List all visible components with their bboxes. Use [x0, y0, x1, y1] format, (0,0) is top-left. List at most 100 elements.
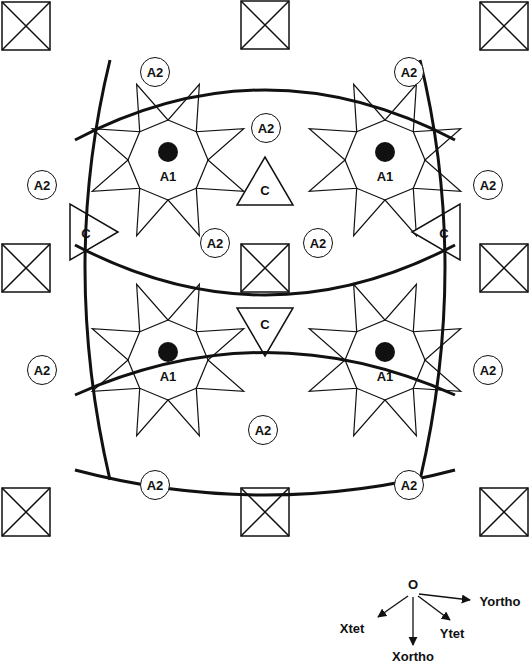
site-label: A2 [34, 179, 51, 192]
a1-site-dot [158, 342, 178, 362]
c-tetrahedron [412, 204, 460, 260]
tetrahedron [137, 284, 168, 331]
site-label: A2 [147, 479, 164, 492]
a1-site-dot [375, 142, 395, 162]
square-polyhedron [2, 488, 50, 536]
square-cross [2, 244, 50, 292]
tetrahedron [137, 388, 168, 435]
tetrahedron [309, 129, 356, 160]
chain-line [85, 60, 110, 480]
tetrahedron [92, 129, 139, 160]
square-outline [480, 2, 528, 50]
square-polyhedron [2, 2, 50, 50]
square-cross [480, 488, 528, 536]
a2-site-circle: A2 [251, 113, 281, 143]
site-label: C [260, 318, 269, 331]
site-label: A2 [401, 479, 418, 492]
axis-label: Xtet [340, 622, 365, 635]
axis-arrow [418, 596, 450, 620]
tetrahedron [309, 360, 356, 391]
square-cross [480, 244, 528, 292]
square-cross [241, 1, 289, 49]
site-label: A2 [401, 66, 418, 79]
square-outline [2, 2, 50, 50]
square-cross [2, 488, 50, 536]
site-label: A2 [258, 122, 275, 135]
axis-arrow [378, 596, 408, 617]
square-polyhedron [2, 244, 50, 292]
site-label: C [260, 184, 269, 197]
c-tetrahedron [237, 157, 293, 205]
a2-site-circle: A2 [303, 228, 333, 258]
tetrahedron [196, 129, 243, 160]
square-cross [2, 2, 50, 50]
site-label: A2 [480, 179, 497, 192]
axis-arrow [419, 594, 470, 600]
a2-site-circle: A2 [27, 170, 57, 200]
chain-line [75, 245, 455, 295]
tetrahedron [413, 160, 460, 191]
axis-label: Xortho [392, 650, 434, 663]
tetrahedron [196, 160, 243, 191]
c-tetrahedron [237, 308, 293, 356]
a2-site-circle: A2 [140, 470, 170, 500]
a2-site-circle: A2 [473, 355, 503, 385]
chain-line [420, 60, 445, 480]
square-polyhedron [480, 2, 528, 50]
tetrahedron [92, 329, 139, 360]
tetrahedron [196, 360, 243, 391]
a1-site-dot [158, 142, 178, 162]
axis-label: O [408, 578, 418, 591]
a2-site-circle: A2 [248, 415, 278, 445]
site-label: A2 [207, 237, 224, 250]
chain-line [75, 353, 455, 396]
site-label: A1 [377, 370, 394, 383]
square-polyhedron [241, 1, 289, 49]
site-label: A1 [160, 370, 177, 383]
axis-label: Ytet [440, 627, 465, 640]
tetrahedron [168, 284, 199, 331]
tetrahedron [309, 160, 356, 191]
square-polyhedron [480, 488, 528, 536]
tetrahedron [168, 188, 199, 235]
site-label: C [81, 227, 90, 240]
site-label: C [439, 227, 448, 240]
tetrahedron [385, 84, 416, 131]
c-tetrahedron [70, 204, 118, 260]
tetrahedron [92, 160, 139, 191]
a2-site-circle: A2 [394, 470, 424, 500]
square-outline [241, 1, 289, 49]
a1-site-dot [375, 342, 395, 362]
tetrahedron [385, 188, 416, 235]
tetrahedron [385, 388, 416, 435]
square-polyhedron [480, 244, 528, 292]
a2-site-circle: A2 [200, 228, 230, 258]
tetrahedron [92, 360, 139, 391]
site-label: A2 [147, 66, 164, 79]
axis-label: Yortho [480, 595, 521, 608]
tetrahedron [385, 284, 416, 331]
tetrahedron [168, 84, 199, 131]
tetrahedron [168, 388, 199, 435]
square-outline [480, 244, 528, 292]
tetrahedron [354, 284, 385, 331]
a2-site-circle: A2 [394, 57, 424, 87]
tetrahedron [354, 188, 385, 235]
a2-site-circle: A2 [27, 355, 57, 385]
tetrahedron [137, 188, 168, 235]
tetrahedron [354, 388, 385, 435]
square-cross [241, 244, 289, 292]
site-label: A2 [34, 364, 51, 377]
axis-arrow [412, 597, 413, 645]
square-polyhedron [241, 244, 289, 292]
site-label: A1 [160, 170, 177, 183]
site-label: A2 [255, 424, 272, 437]
square-outline [480, 488, 528, 536]
site-label: A2 [310, 237, 327, 250]
site-label: A2 [480, 364, 497, 377]
a2-site-circle: A2 [140, 57, 170, 87]
tetrahedron [413, 329, 460, 360]
square-outline [241, 244, 289, 292]
